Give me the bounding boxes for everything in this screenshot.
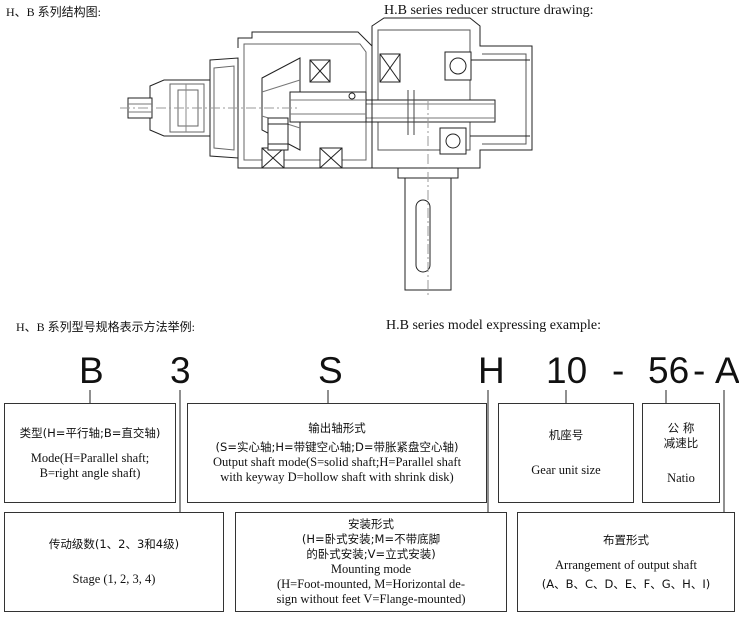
code-dash-1: - (612, 350, 625, 391)
output-shaft-en-2: with keyway D=hollow shaft with shrink d… (220, 470, 454, 484)
arrangement-en-1: Arrangement of output shaft (555, 557, 697, 572)
box-mounting: 安装形式 (H=卧式安装;M=不带底脚 的卧式安装;V=立式安装) Mounti… (235, 512, 507, 612)
mounting-en-1: Mounting mode (330, 562, 412, 576)
code-ratio: 56 (648, 350, 690, 391)
box-size: 机座号 Gear unit size (498, 403, 634, 503)
output-shaft-cn-2: (S=实心轴;H=带键空心轴;D=带胀紧盘空心轴) (215, 440, 459, 454)
mounting-en-2: (H=Foot-mounted, M=Horizontal de- (276, 577, 466, 591)
box-ratio: 公 称 减速比 Natio (642, 403, 720, 503)
code-stage: 3 (170, 350, 191, 391)
code-dash-2: - (693, 350, 706, 391)
structure-heading-cn: H、B 系列结构图: (6, 5, 102, 19)
output-shaft-cn-1: 输出轴形式 (308, 421, 366, 435)
code-arrangement: A (715, 350, 739, 391)
type-cn: 类型(H=平行轴;B=直交轴) (19, 425, 161, 440)
model-heading-cn: H、B 系列型号规格表示方法举例: (16, 320, 196, 334)
ratio-en: Natio (667, 470, 695, 485)
arrangement-cn: 布置形式 (603, 532, 649, 547)
arrangement-en-2: (A、B、C、D、E、F、G、H、I) (541, 576, 711, 591)
box-output-shaft: 输出轴形式 (S=实心轴;H=带键空心轴;D=带胀紧盘空心轴) Output s… (187, 403, 487, 503)
stage-en: Stage (1, 2, 3, 4) (72, 572, 156, 586)
code-mounting: H (478, 350, 505, 391)
ratio-cn-2: 减速比 (663, 435, 699, 450)
box-type: 类型(H=平行轴;B=直交轴) Mode(H=Parallel shaft; B… (4, 403, 176, 503)
ratio-cn-1: 公 称 (667, 420, 695, 435)
size-cn: 机座号 (548, 428, 584, 442)
output-shaft-en-1: Output shaft mode(S=solid shaft;H=Parall… (212, 455, 462, 469)
mounting-cn-3: 的卧式安装;V=立式安装) (306, 547, 436, 561)
box-stage: 传动级数(1、2、3和4级) Stage (1, 2, 3, 4) (4, 512, 224, 612)
code-size: 10 (546, 350, 588, 391)
type-en-1: Mode(H=Parallel shaft; (30, 450, 150, 465)
stage-cn: 传动级数(1、2、3和4级) (48, 537, 180, 551)
mounting-cn-1: 安装形式 (348, 517, 394, 531)
size-en: Gear unit size (531, 463, 601, 477)
code-output-shaft: S (318, 350, 343, 391)
mounting-cn-2: (H=卧式安装;M=不带底脚 (301, 532, 441, 546)
reducer-structure-drawing (0, 0, 739, 300)
model-heading-en: H.B series model expressing example: (386, 318, 602, 333)
code-type: B (79, 350, 104, 391)
box-arrangement: 布置形式 Arrangement of output shaft (A、B、C、… (517, 512, 735, 612)
structure-heading-en: H.B series reducer structure drawing: (384, 3, 594, 18)
type-en-2: B=right angle shaft) (39, 465, 141, 480)
mounting-en-3: sign without feet V=Flange-mounted) (276, 592, 466, 606)
